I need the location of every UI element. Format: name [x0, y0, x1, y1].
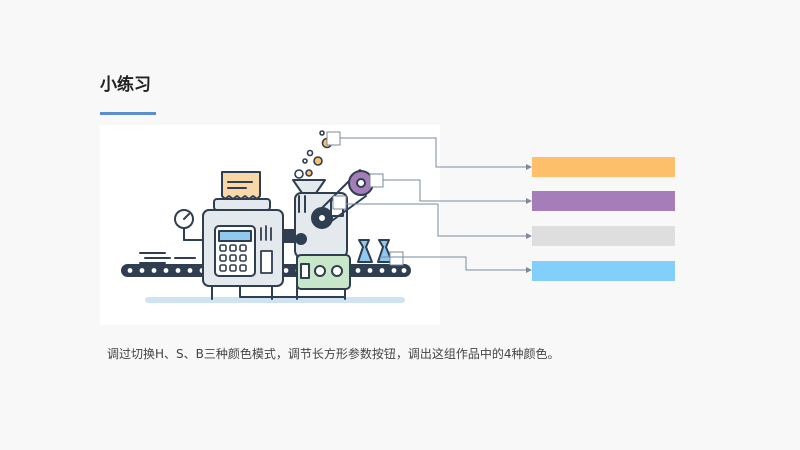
color-swatch-orange: [532, 157, 675, 177]
floor-shadow: [145, 297, 405, 303]
page-title: 小练习: [100, 75, 151, 95]
title-underline: [100, 112, 156, 115]
callout-arrowheads: [526, 164, 532, 273]
body-vent-lines: [260, 225, 273, 274]
color-swatch-blue: [532, 261, 675, 281]
control-panel: [296, 254, 351, 290]
calculator-icon: [214, 225, 256, 277]
floor-pipe: [239, 285, 346, 298]
callout-lines: [326, 131, 528, 271]
color-swatch-gray: [532, 226, 675, 246]
receipt-icon: [213, 171, 271, 211]
color-swatch-purple: [532, 191, 675, 211]
exercise-instructions: 调过切换H、S、B三种颜色模式，调节长方形参数按钮，调出这组作品中的4种颜色。: [107, 347, 560, 361]
gauge-icon: [174, 209, 204, 241]
paper-stack-icon: [139, 252, 196, 264]
